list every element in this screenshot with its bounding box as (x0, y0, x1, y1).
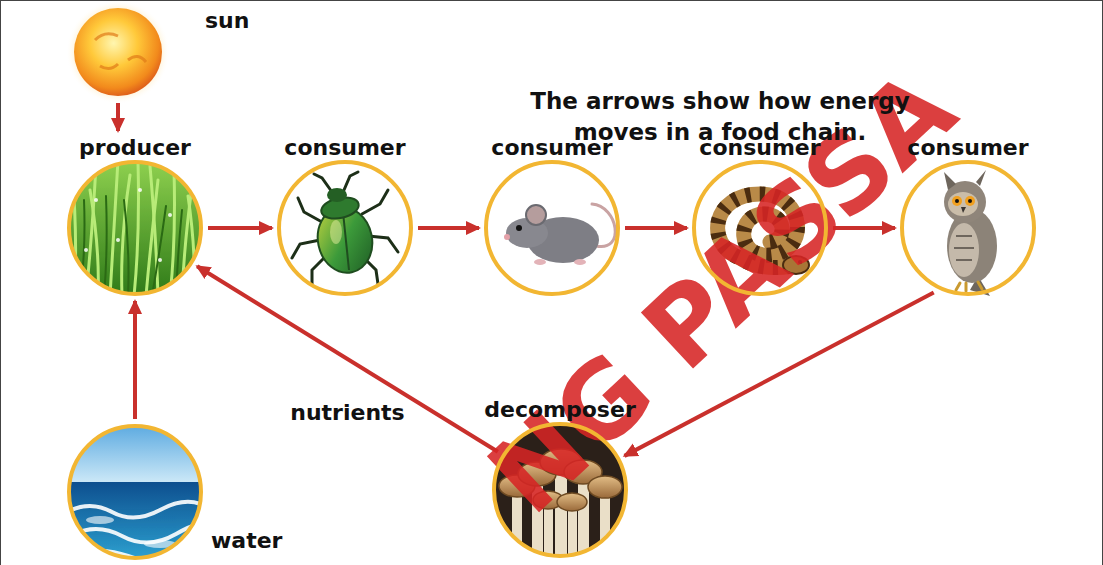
node-label: producer (79, 135, 191, 161)
node-label: consumer (699, 135, 820, 161)
node-label: sun (205, 8, 249, 34)
node-label: consumer (491, 135, 612, 161)
node-label: water (211, 528, 282, 554)
organism-circle: consumer (277, 160, 413, 296)
node-label: consumer (907, 135, 1028, 161)
sun-node: sun (72, 6, 164, 98)
organism-circle: consumer (484, 160, 620, 296)
energy-arrow (208, 226, 272, 230)
organism-circle: consumer (900, 160, 1036, 296)
energy-arrow (116, 103, 120, 131)
edge-label: nutrients (286, 400, 408, 426)
energy-arrow (418, 226, 479, 230)
organism-circle: decomposer (492, 422, 628, 558)
energy-arrow (625, 226, 687, 230)
organism-circle: producer (67, 160, 203, 296)
organism-circle: consumer (692, 160, 828, 296)
node-label: decomposer (484, 397, 635, 423)
energy-arrow (133, 301, 137, 419)
organism-circle: water (67, 424, 203, 560)
node-label: consumer (284, 135, 405, 161)
